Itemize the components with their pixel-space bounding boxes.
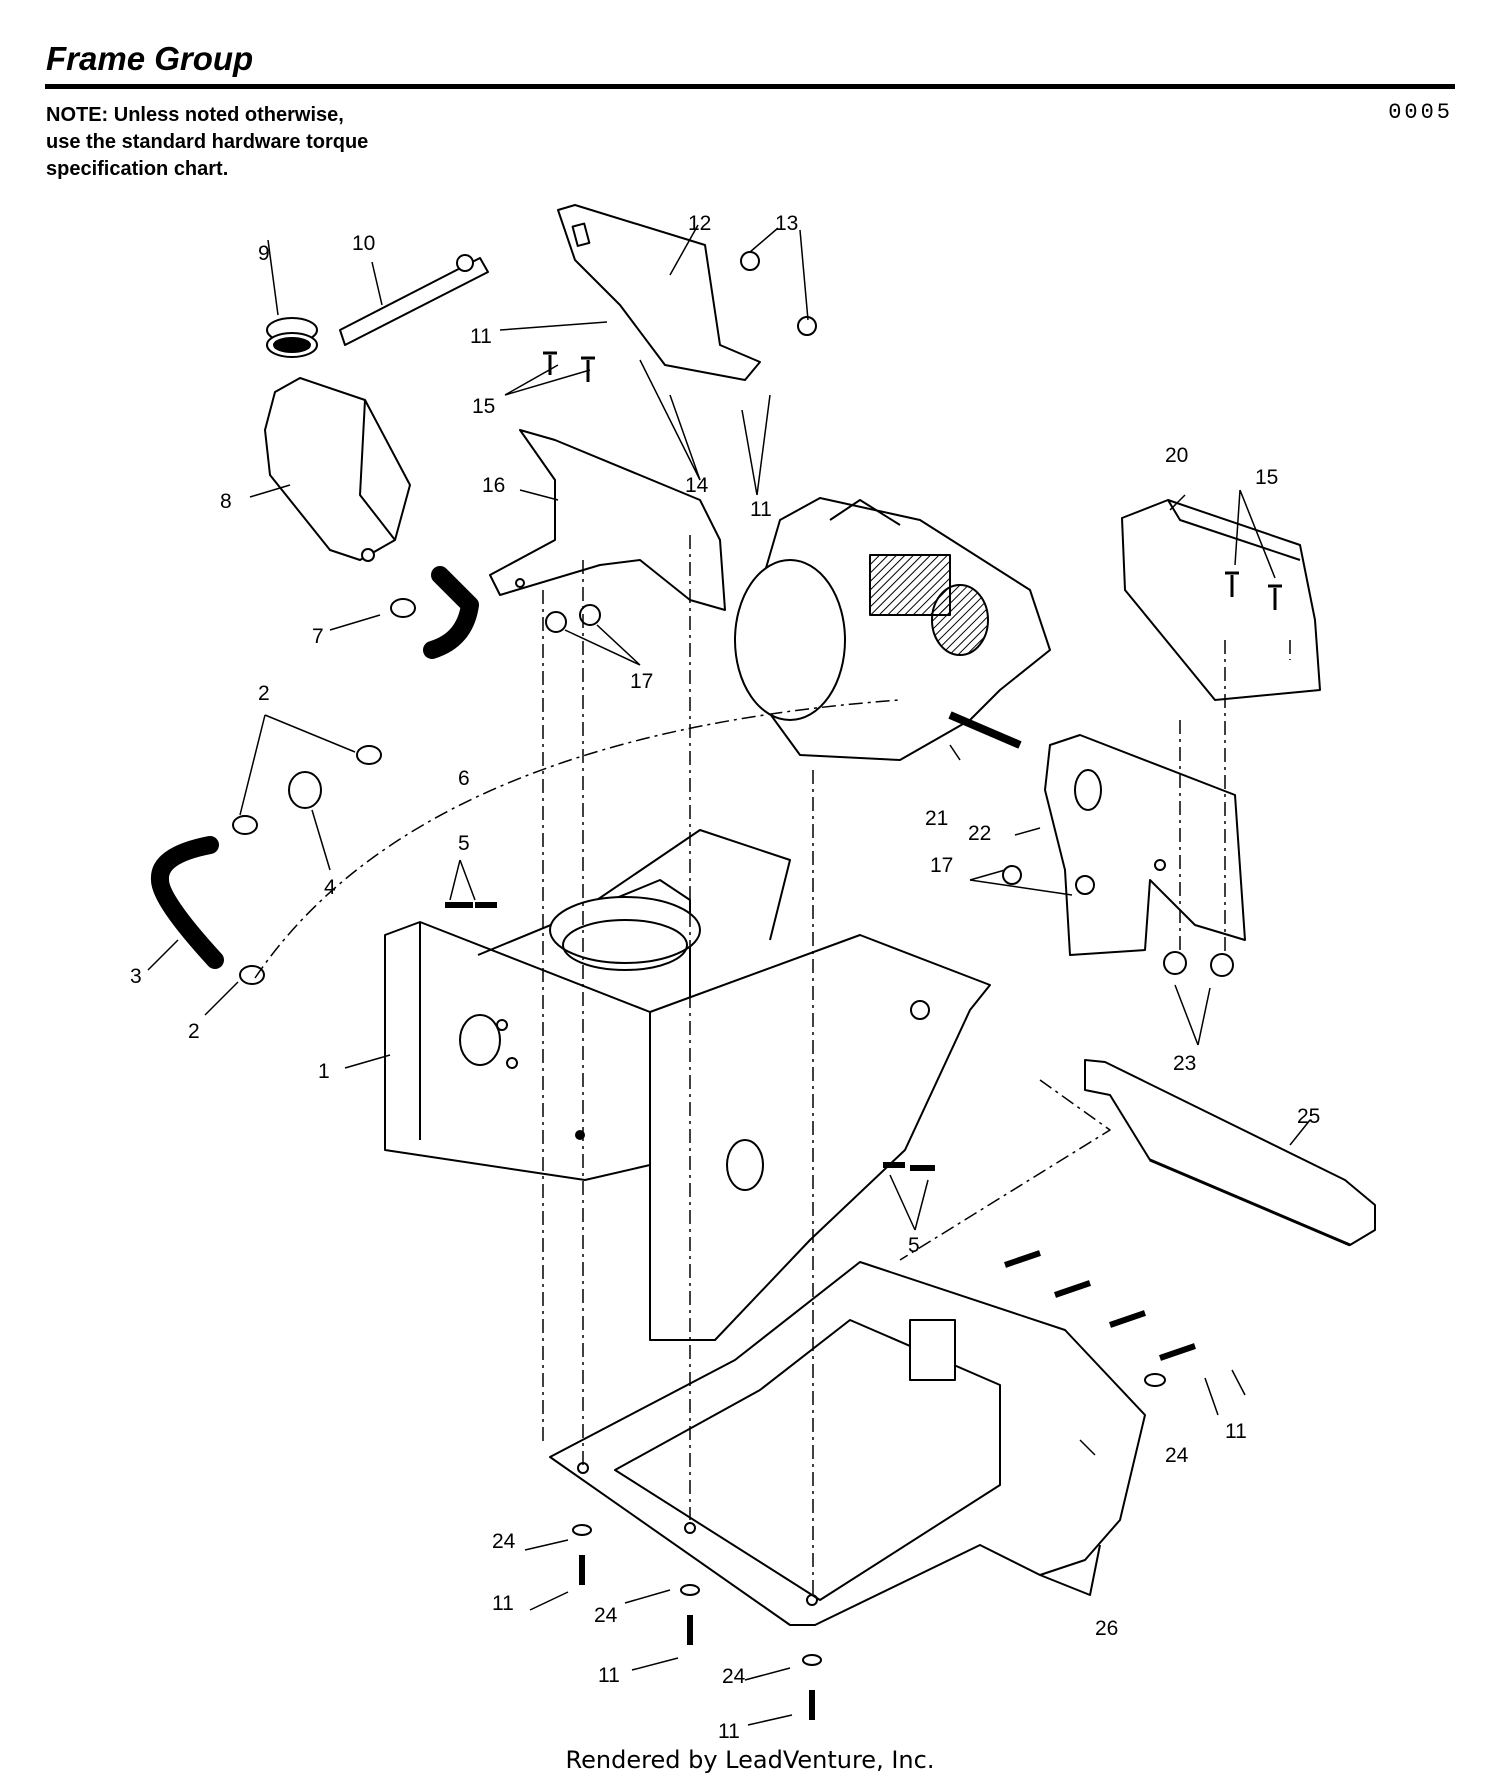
callout-11: 11 <box>598 1664 620 1687</box>
callout-11: 11 <box>750 498 772 521</box>
engine-bracket <box>1044 734 1246 956</box>
callout-14: 14 <box>685 474 709 497</box>
belt-guard <box>1121 499 1321 701</box>
callout-8: 8 <box>220 490 232 513</box>
callout-16: 16 <box>482 474 505 497</box>
callout-6: 6 <box>458 767 470 790</box>
callout-22: 22 <box>968 822 991 845</box>
callout-17: 17 <box>930 854 953 877</box>
hose-clamp <box>239 965 265 985</box>
fuel-filter <box>288 771 322 809</box>
fuel-tank <box>264 377 411 562</box>
tank-strap <box>339 254 489 346</box>
callout-4: 4 <box>324 876 336 899</box>
callout-1: 1 <box>318 1060 330 1083</box>
callout-11: 11 <box>1225 1420 1247 1443</box>
callout-24: 24 <box>722 1665 746 1688</box>
callout-20: 20 <box>1165 444 1188 467</box>
leader-lines <box>147 224 1311 1726</box>
diagram-code: 0005 <box>1388 100 1453 125</box>
callout-13: 13 <box>775 212 798 235</box>
callout-15: 15 <box>1255 466 1278 489</box>
tank-bracket <box>489 429 726 611</box>
callout-10: 10 <box>352 232 375 255</box>
fuel-line-upper <box>423 566 479 659</box>
callout-11: 11 <box>718 1720 740 1743</box>
callout-7: 7 <box>312 625 324 648</box>
callout-15: 15 <box>472 395 495 418</box>
render-credit: Rendered by LeadVenture, Inc. <box>565 1746 935 1774</box>
callout-2: 2 <box>258 682 270 705</box>
torque-note: NOTE: Unless noted otherwise, use the st… <box>46 104 369 180</box>
callout-26: 26 <box>1095 1617 1118 1640</box>
callout-2: 2 <box>188 1020 200 1043</box>
callout-5: 5 <box>458 832 470 855</box>
callout-17: 17 <box>630 670 653 693</box>
title-rule <box>45 84 1455 89</box>
hose-clamp <box>356 745 382 765</box>
engine <box>734 497 1051 761</box>
hose-clamp <box>232 815 258 835</box>
callout-12: 12 <box>688 212 711 235</box>
callout-24: 24 <box>594 1604 618 1627</box>
hose-clamp <box>390 598 416 618</box>
callout-9: 9 <box>258 242 270 265</box>
callout-25: 25 <box>1297 1105 1320 1128</box>
callout-3: 3 <box>130 965 142 988</box>
callout-11: 11 <box>492 1592 514 1615</box>
callout-24: 24 <box>492 1530 516 1553</box>
lower-pan <box>549 1261 1146 1626</box>
callout-11: 11 <box>470 325 492 348</box>
fuel-cap <box>266 317 318 358</box>
alignment-lines <box>254 535 1291 1595</box>
front-strap <box>1084 1059 1376 1247</box>
callout-24: 24 <box>1165 1444 1189 1467</box>
callout-23: 23 <box>1173 1052 1196 1075</box>
fuel-line-lower <box>151 836 224 969</box>
callout-21: 21 <box>925 807 948 830</box>
callout-5: 5 <box>908 1234 920 1257</box>
page-title: Frame Group <box>46 40 254 77</box>
upper-bracket <box>557 204 761 381</box>
